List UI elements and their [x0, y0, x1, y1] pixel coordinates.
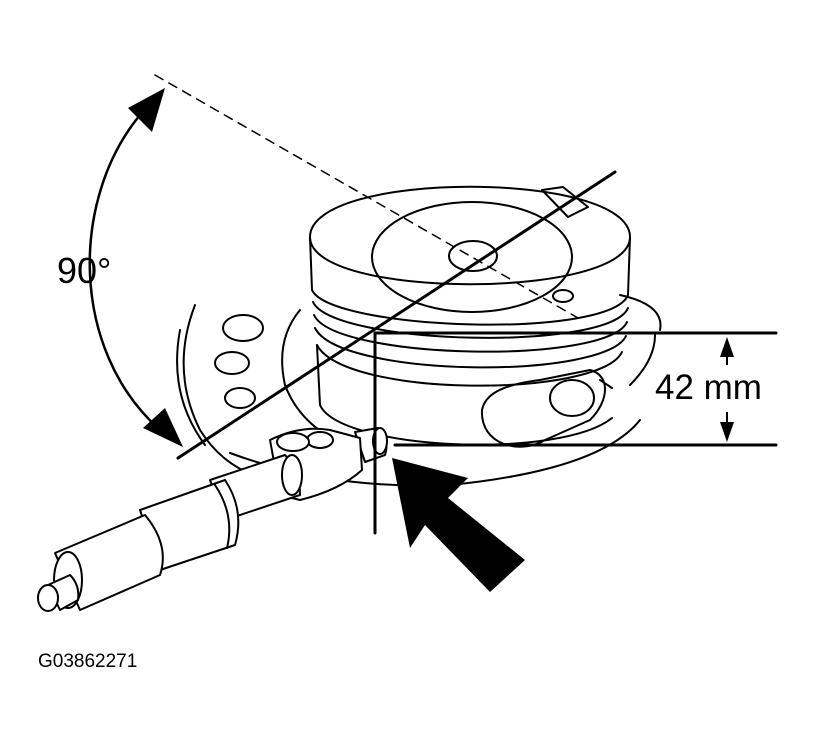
- angle-arc: [88, 113, 162, 432]
- figure-code: G03862271: [38, 651, 138, 672]
- angle-arrow-top: [128, 88, 165, 132]
- crown-small-hole: [552, 289, 574, 303]
- piston-ring-3: [313, 314, 628, 353]
- piston-crown-bowl: [371, 201, 573, 313]
- measure-point-arrow: [392, 458, 525, 592]
- piston: [309, 185, 631, 448]
- micrometer: [37, 427, 388, 612]
- dimension-label: 42 mm: [655, 368, 762, 407]
- measuring-axis-line: [176, 170, 617, 460]
- valve-notch: [541, 186, 589, 218]
- dimension-arrow-down: [720, 422, 734, 442]
- piston-ring-4: [314, 327, 627, 369]
- dimension-arrow-up: [720, 337, 734, 357]
- connecting-rod-base: [176, 294, 662, 487]
- crown-center-hole: [448, 240, 498, 272]
- reference-centerline: [154, 74, 579, 319]
- piston-ring-1: [311, 289, 629, 326]
- measurement-lines: [154, 74, 778, 535]
- piston-ring-5: [316, 344, 623, 387]
- angle-arrow-bottom: [143, 408, 183, 447]
- micrometer-thimble: [139, 479, 240, 571]
- wrist-pin-hole: [549, 379, 595, 417]
- wrist-pin-boss: [480, 369, 606, 448]
- angle-label: 90°: [57, 250, 112, 291]
- micrometer-lock-knob: [306, 431, 334, 449]
- piston-ring-2: [312, 301, 629, 339]
